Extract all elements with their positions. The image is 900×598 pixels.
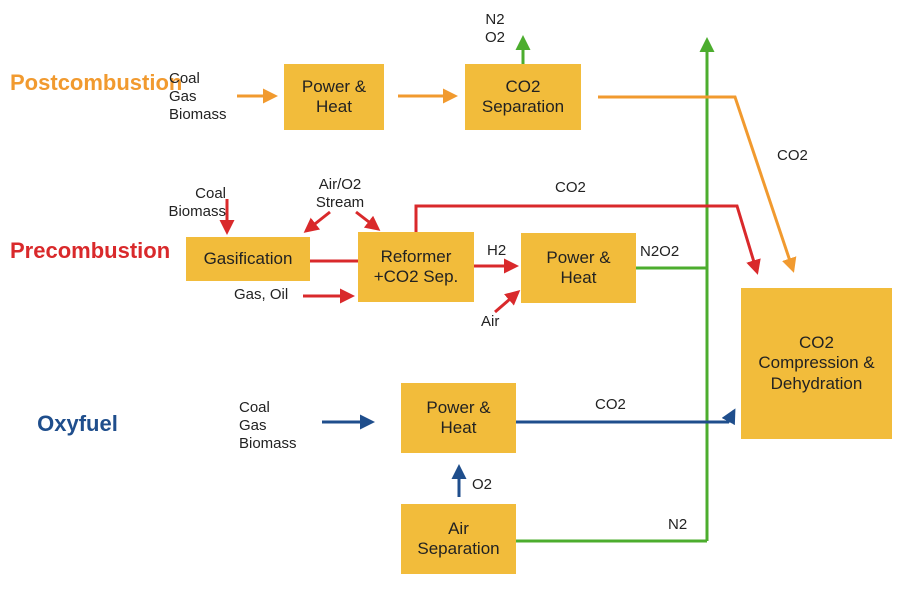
gas-oil-text: Gas, Oil [234,286,288,304]
post-vent-text-line: N2 [485,11,505,28]
pre-combustion-label-line: combustion [45,238,171,263]
post-co2-separation-box-line: Separation [481,97,565,116]
n2o2-text: N2O2 [640,243,679,261]
co2-compression-box-line: Dehydration [770,373,863,393]
h2-text-line: H2 [487,242,507,259]
post-co2-text-line: CO2 [777,147,808,164]
post-fuel-text-line: Gas [169,88,197,105]
post-vent-text-line: O2 [484,29,505,46]
pre-power-heat-box: Power &Heat [521,233,636,303]
post-combustion-label: Postcombustion [10,70,182,95]
pre-power-heat-box-line: Heat [560,268,597,287]
oxyfuel-label: Oxyfuel [10,411,145,436]
pre-co2-text: CO2 [555,179,586,197]
post-combustion-label-line: combustion [57,70,183,95]
oxy-power-heat-box-line: Power & [426,397,491,417]
air-o2-stream-text-line: Air/O2 [318,176,362,193]
reformer-box-line: Reformer [380,246,452,266]
oxy-co2-text-line: CO2 [595,396,626,413]
air-separation-box-line: Air [448,518,469,538]
oxy-power-heat-box-line: Heat [440,418,477,437]
pre-fuel-text-line: Coal [195,185,226,202]
post-combustion-label-line: Post [10,70,58,95]
gasification-box-line: Gasification [203,248,293,268]
reformer-box-line: +CO2 Sep. [373,267,459,286]
o2-text-line: O2 [472,476,493,493]
air-o2-to-reformer-arrow [355,210,381,231]
pre-combustion-label: Precombustion [10,238,170,263]
n2-text-line: N2 [668,516,688,533]
oxy-fuel-text-line: Coal [239,399,270,416]
air-separation-box-line: Separation [417,539,500,558]
air-text: Air [481,313,499,331]
air-o2-stream-text-line: Stream [315,194,365,211]
post-power-heat-box-line: Power & [301,76,367,96]
post-co2-separation-box-line: CO2 [505,76,541,96]
oxy-fuel-text-line: Biomass [239,435,297,452]
pre-combustion-label-line: Pre [10,238,46,263]
pre-co2-text-line: CO2 [555,179,586,196]
post-fuel-text-line: Biomass [169,106,227,123]
co2-compression-box-line: CO2 [799,332,834,352]
n2o2-text-line: N2O2 [640,243,680,260]
oxy-fuel-text-line: Gas [239,417,267,434]
pre-co2-arrow [414,204,761,275]
post-power-heat-box: Power &Heat [284,64,384,130]
post-fuel-text-line: Coal [169,70,200,87]
air-o2-to-gasification-arrow [303,210,331,233]
h2-text: H2 [487,242,506,260]
post-co2-text: CO2 [777,147,808,165]
air-to-power-arrow [494,290,521,314]
oxy-power-heat-box: Power &Heat [401,383,516,453]
pre-power-heat-box-line: Power & [546,247,611,267]
oxyfuel-label-line: Oxyfuel [37,411,118,436]
reformer-box: Reformer+CO2 Sep. [358,232,474,302]
pre-fuel-text-line: Biomass [168,203,226,220]
o2-text: O2 [472,476,492,494]
gasification-box: Gasification [186,237,310,281]
n2-text: N2 [668,516,687,534]
oxy-co2-text: CO2 [595,396,626,414]
gas-oil-text-line: Gas, Oil [234,286,289,303]
co2-compression-box-line: Compression & [758,353,875,373]
air-text-line: Air [481,313,500,330]
post-power-heat-box-line: Heat [316,97,352,116]
post-co2-arrow [598,95,797,273]
oxy-co2-arrow [516,408,736,426]
